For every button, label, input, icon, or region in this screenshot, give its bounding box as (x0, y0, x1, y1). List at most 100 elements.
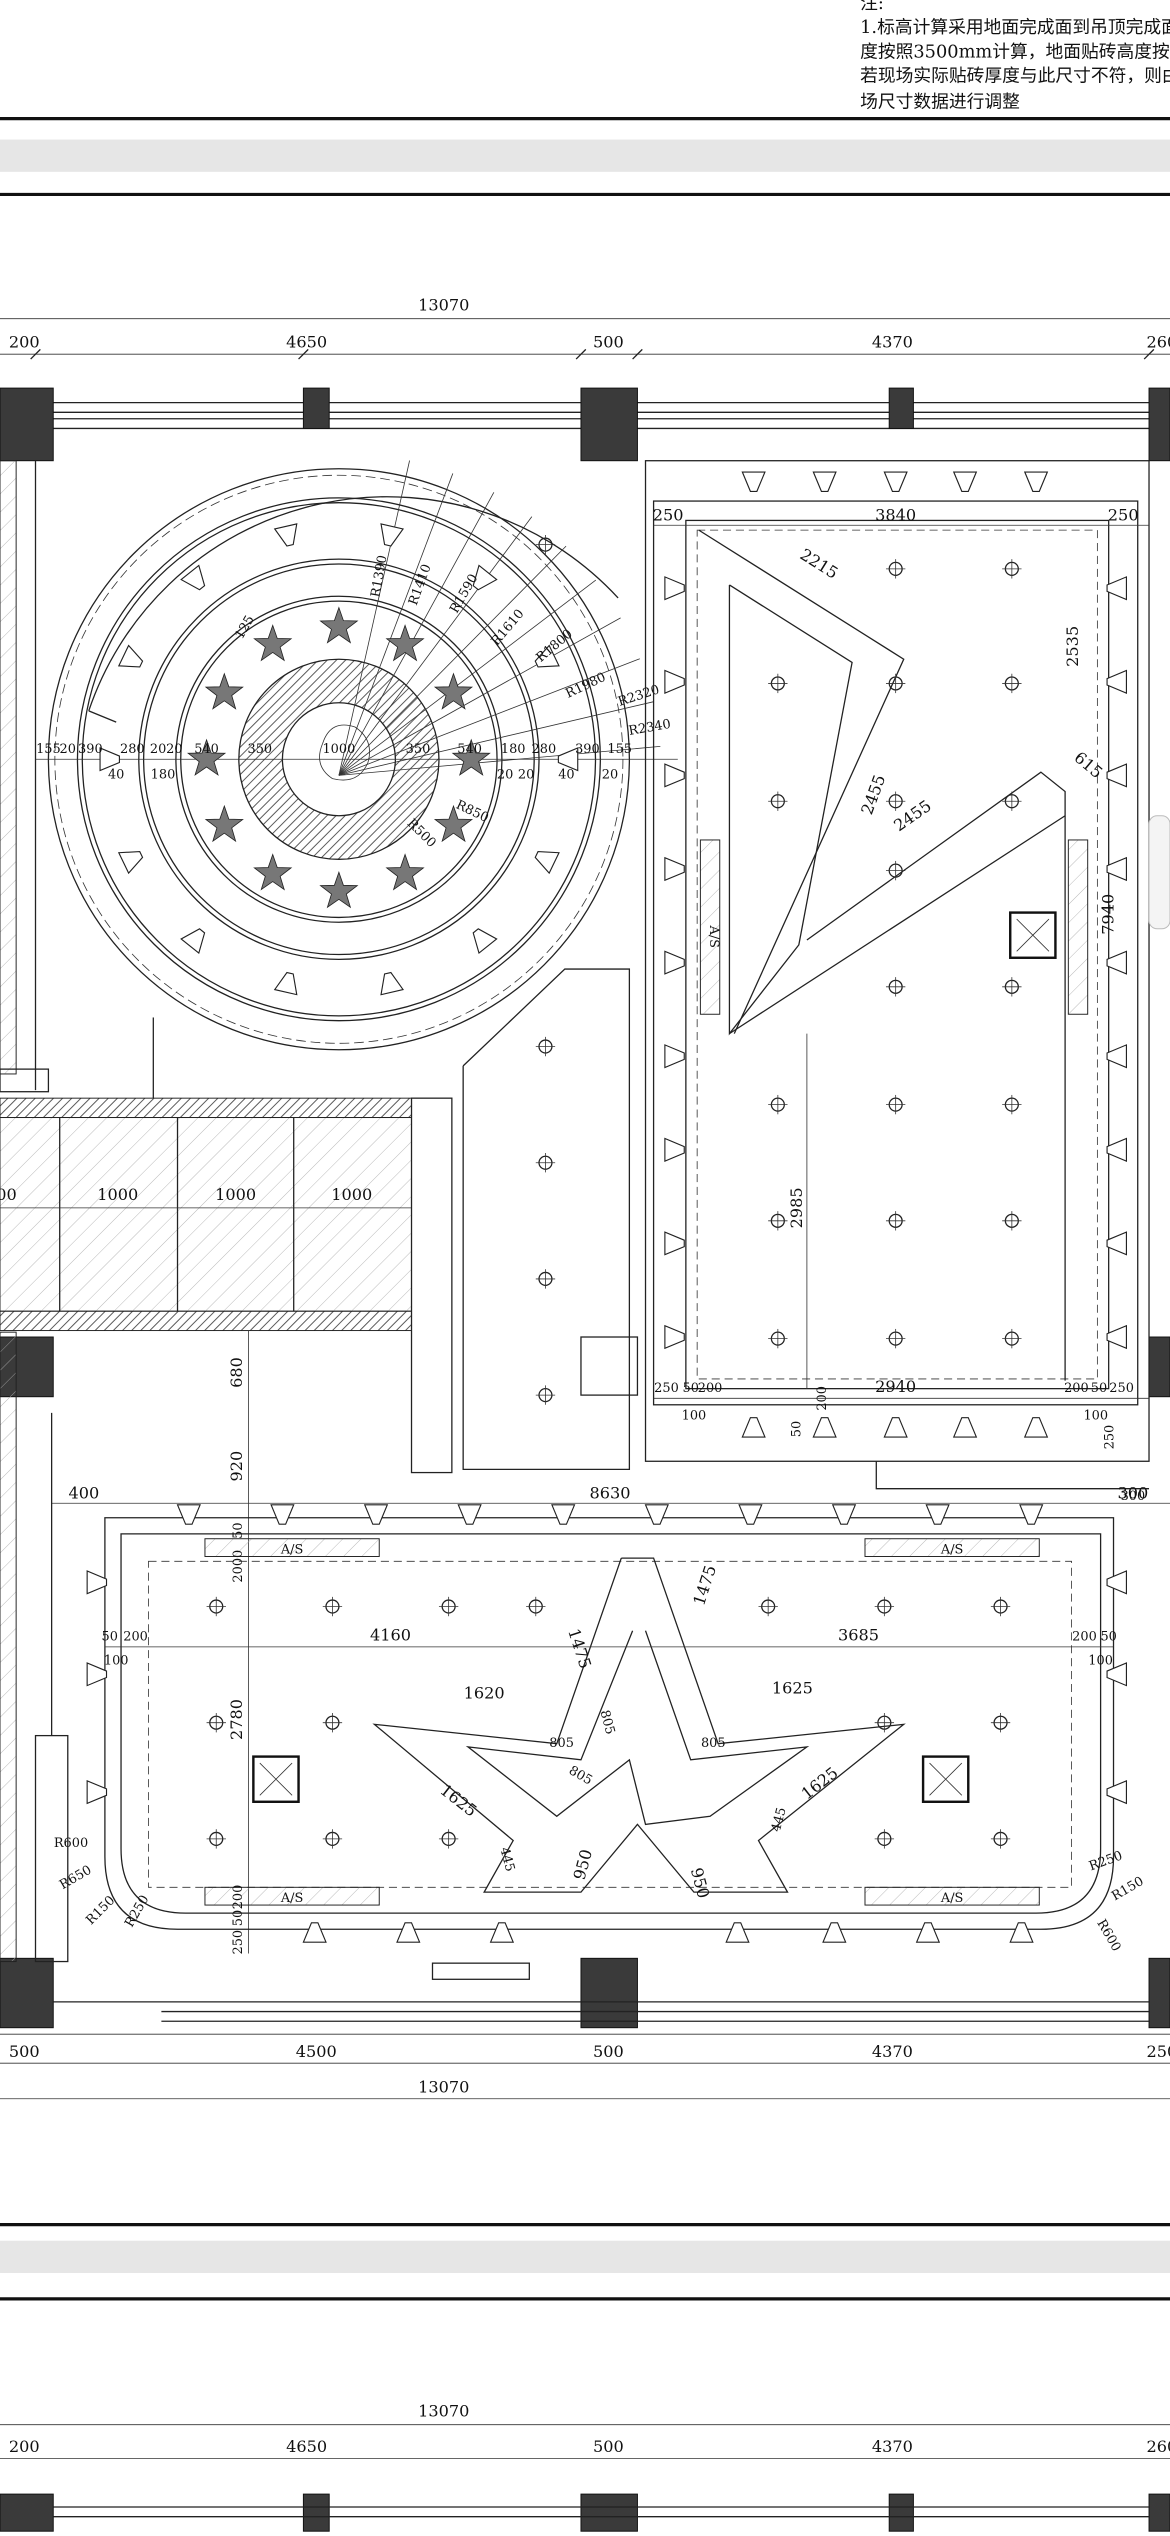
dim: 805 (549, 1736, 574, 1751)
dim: 1625 (436, 1780, 480, 1820)
dim: R150 (83, 1893, 118, 1928)
ac-vent (864, 1538, 1040, 1557)
dim: 200 (1064, 1381, 1089, 1396)
star-icon (319, 870, 359, 909)
spotlight-icon (664, 1044, 685, 1069)
structural-column (0, 387, 54, 462)
spotlight-icon (1106, 669, 1127, 694)
spotlight-icon (302, 1922, 327, 1943)
dim: 50 (1091, 1381, 1107, 1396)
dim: 540 (194, 742, 219, 757)
dim-seg: 4650 (286, 333, 327, 352)
repeat-dimension-line: 13070 200 4650 500 4370 260 (0, 2402, 1170, 2518)
star-icon (451, 738, 491, 776)
dim: 200 (123, 1629, 148, 1644)
dim: 3840 (875, 505, 916, 524)
viewer-scroll-handle[interactable] (1148, 815, 1170, 930)
dim: 7940 (1099, 894, 1118, 935)
dim: 250 (653, 505, 684, 524)
dim: 1625 (798, 1763, 842, 1803)
radius-leader (338, 473, 454, 776)
star-icon (433, 804, 474, 843)
dim: 2535 (1063, 626, 1082, 667)
dim: 390 (78, 742, 103, 757)
spotlight-icon (1106, 576, 1127, 601)
dim-seg: 4650 (286, 2437, 327, 2456)
spotlight-icon (644, 1504, 669, 1525)
dim-total: 13070 (418, 296, 469, 315)
spotlight-icon (1106, 1779, 1127, 1805)
dim: 445 (769, 1806, 790, 1834)
spotlight-icon (883, 1417, 908, 1438)
dim: 250 (1108, 505, 1139, 524)
star-icon (385, 624, 425, 662)
structural-column (1148, 387, 1170, 462)
radius-leader (338, 516, 533, 776)
bottom-dimension-line: 500 4500 500 4370 250 13070 (0, 2033, 1170, 2100)
radius-label: R2340 (627, 717, 672, 739)
dim: 40 (558, 768, 574, 783)
dim-seg: 200 (9, 333, 40, 352)
dim-tick (298, 348, 309, 360)
dim: 920 (227, 1451, 246, 1482)
ac-label: A/S (280, 1891, 304, 1906)
dim-seg: 200 (9, 2437, 40, 2456)
dim: 20 (60, 742, 76, 757)
dim: 3685 (838, 1625, 879, 1644)
dim: 680 (227, 1357, 246, 1388)
spotlight-icon (1106, 1231, 1127, 1256)
dim: 180 (501, 742, 526, 757)
dim: R600 (54, 1836, 88, 1851)
dim: 350 (406, 742, 431, 757)
radius-leader (338, 545, 567, 776)
spotlight-icon (1106, 763, 1127, 788)
top-dimension-line: 13070 200 4650 500 4370 260 (0, 296, 1170, 355)
star-icon (253, 853, 293, 891)
spotlight-icon (117, 851, 144, 875)
spotlight-icon (1009, 1922, 1034, 1943)
spotlight-icon (180, 564, 206, 591)
ac-label: A/S (940, 1542, 964, 1557)
spotlight-icon (99, 747, 120, 772)
dim-tick (30, 348, 41, 360)
spotlight-icon (1106, 1137, 1127, 1162)
dim-total: 13070 (418, 2077, 469, 2096)
spotlight-icon (380, 971, 405, 996)
note-line: 场尺寸数据进行调整 (860, 91, 1020, 112)
radius-leader (338, 617, 621, 776)
dim-seg: 500 (9, 2042, 40, 2061)
radius-leader (338, 701, 654, 776)
star-icon (385, 853, 425, 891)
dim: 180 (151, 768, 176, 783)
dim-seg: 4370 (872, 2042, 913, 2061)
spotlight-icon (489, 1922, 515, 1943)
dim: 100 (1083, 1408, 1108, 1423)
dim: 400 (69, 1483, 100, 1502)
structural-column (580, 2493, 638, 2532)
dim: 2455 (857, 772, 889, 817)
dim: 2985 (787, 1187, 806, 1228)
star-icon (319, 606, 359, 644)
spotlight-icon (738, 1504, 763, 1525)
spotlight-icon (380, 523, 405, 547)
ac-label: A/S (940, 1891, 964, 1906)
radius-label: R500 (404, 816, 439, 851)
spotlight-icon (457, 1504, 482, 1525)
spotlight-icon (472, 564, 498, 591)
structural-column (580, 1957, 638, 2029)
spotlight-icon (883, 471, 908, 492)
dim: R250 (1087, 1849, 1124, 1875)
dim: 950 (687, 1866, 713, 1901)
star-icon (433, 672, 474, 710)
spotlight-icon (952, 471, 978, 492)
structural-column (888, 387, 914, 429)
dim-tick (1143, 348, 1155, 360)
dim: 200 (1072, 1629, 1097, 1644)
spotlight-icon (472, 928, 498, 955)
structural-column (1148, 1336, 1170, 1398)
dim: 390 (575, 742, 600, 757)
spotlight-icon (831, 1504, 857, 1525)
ac-vent (204, 1886, 380, 1906)
ac-vent (864, 1886, 1040, 1906)
